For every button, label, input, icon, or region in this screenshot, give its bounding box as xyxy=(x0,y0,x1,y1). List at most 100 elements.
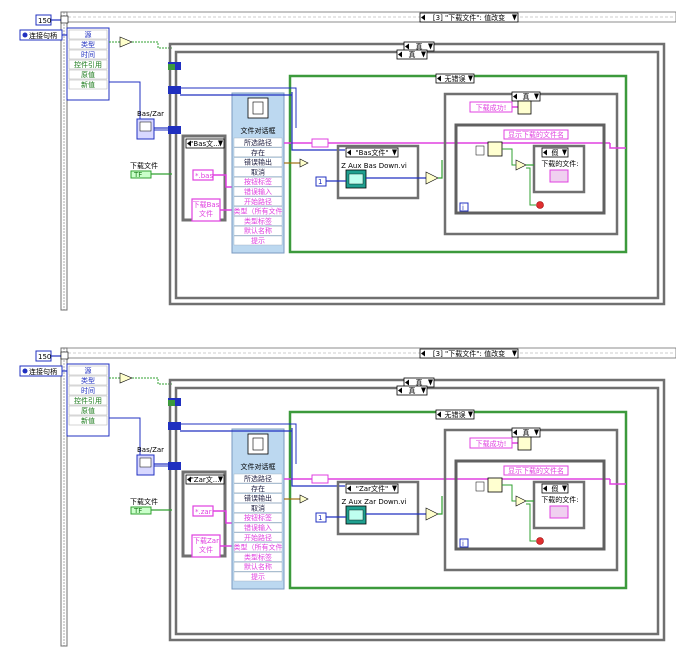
loop-index-terminal xyxy=(459,202,469,212)
decrement-arrow-icon[interactable] xyxy=(347,149,351,156)
conn-handle-label: 连接句柄 xyxy=(29,31,57,40)
file-dialog-terminal[interactable] xyxy=(233,137,283,148)
decrement-arrow-icon[interactable] xyxy=(405,43,409,50)
decrement-arrow-icon[interactable] xyxy=(513,93,517,100)
dropdown-arrow-icon[interactable] xyxy=(562,485,567,492)
stop-terminal-icon[interactable] xyxy=(536,537,544,545)
message-dialog-icon[interactable] xyxy=(517,436,532,451)
no-error-selector-box[interactable] xyxy=(435,73,475,84)
dropdown-arrow-icon[interactable] xyxy=(392,149,397,156)
file-dialog-terminal[interactable] xyxy=(233,186,283,197)
case-selector-true-2-box[interactable] xyxy=(396,49,428,60)
file-dialog-terminal[interactable] xyxy=(233,196,283,207)
decrement-arrow-icon[interactable] xyxy=(187,140,191,147)
message-dialog-icon[interactable] xyxy=(517,100,532,115)
left-tunnel xyxy=(174,86,181,94)
file-dialog-terminal[interactable] xyxy=(233,493,283,503)
file-dialog-terminal-label: 默认名称 xyxy=(244,226,272,235)
event-data-item xyxy=(68,385,108,396)
file-dialog-terminal[interactable] xyxy=(233,147,283,158)
decrement-arrow-icon[interactable] xyxy=(437,75,441,82)
success-value: 下载成功! xyxy=(476,439,507,448)
download-ctrl-value: TF xyxy=(133,171,142,179)
file-dialog-terminal[interactable] xyxy=(233,571,283,582)
decrement-arrow-icon[interactable] xyxy=(543,149,547,156)
file-dialog-terminal[interactable] xyxy=(233,225,283,236)
dropdown-arrow-icon[interactable] xyxy=(392,485,397,492)
subvi-case-selector-label: "Bas文件" xyxy=(355,148,388,157)
file-dialog-terminal[interactable] xyxy=(233,157,283,167)
file-dialog-terminal[interactable] xyxy=(233,522,283,533)
dropdown-arrow-icon[interactable] xyxy=(421,51,426,58)
file-dialog-terminal[interactable] xyxy=(233,512,283,523)
subvi-case-selector-box[interactable] xyxy=(345,483,399,494)
download-ctrl-label: 下载文件 xyxy=(130,497,158,506)
inner-right-selector-box[interactable] xyxy=(541,483,569,494)
subvi-label: Z Aux Zar Down.vi xyxy=(342,498,407,506)
decrement-arrow-icon[interactable] xyxy=(513,429,517,436)
loop-tunnel xyxy=(475,481,485,492)
timeout-value: 150 xyxy=(38,17,51,25)
file-dialog-terminal[interactable] xyxy=(233,167,283,177)
event-data-item xyxy=(68,69,108,80)
stop-terminal-icon[interactable] xyxy=(536,201,544,209)
inner-right-selector-box[interactable] xyxy=(541,147,569,158)
subvi-case-selector-box[interactable] xyxy=(345,147,399,158)
decrement-arrow-icon[interactable] xyxy=(398,387,402,394)
downloaded-label: 下载的文件: xyxy=(541,495,578,504)
dropdown-arrow-icon[interactable] xyxy=(218,140,223,147)
decrement-arrow-icon[interactable] xyxy=(421,350,425,357)
dropdown-arrow-icon[interactable] xyxy=(468,75,473,82)
case-selector-true-2-box[interactable] xyxy=(396,385,428,396)
file-dialog-terminal[interactable] xyxy=(233,473,283,484)
right-case-selector-label: 真 xyxy=(523,428,530,437)
dropdown-arrow-icon[interactable] xyxy=(468,411,473,418)
dropdown-arrow-icon[interactable] xyxy=(421,387,426,394)
conn-handle-label: 连接句柄 xyxy=(29,367,57,376)
download-ctrl-value: TF xyxy=(133,507,142,515)
dropdown-arrow-icon[interactable] xyxy=(428,379,433,386)
two-button-dialog-icon[interactable] xyxy=(487,141,503,157)
dropdown-arrow-icon[interactable] xyxy=(428,43,433,50)
decrement-arrow-icon[interactable] xyxy=(398,51,402,58)
decrement-arrow-icon[interactable] xyxy=(187,476,191,483)
file-dialog-terminal[interactable] xyxy=(233,503,283,513)
dropdown-arrow-icon[interactable] xyxy=(534,429,539,436)
file-dialog-terminal[interactable] xyxy=(233,561,283,572)
file-dialog-terminal[interactable] xyxy=(233,552,283,562)
file-dialog-terminal[interactable] xyxy=(233,532,283,543)
file-dialog-terminal[interactable] xyxy=(233,542,283,552)
file-dialog-terminal[interactable] xyxy=(233,206,283,216)
path-constant xyxy=(311,474,329,484)
decrement-arrow-icon[interactable] xyxy=(421,14,425,21)
event-data-item-label: 源 xyxy=(85,366,92,375)
stop-wire xyxy=(526,167,536,206)
file-dialog-terminal[interactable] xyxy=(233,483,283,494)
two-button-dialog-icon[interactable] xyxy=(487,477,503,493)
dropdown-arrow-icon[interactable] xyxy=(512,14,517,21)
show-name-label: 显示下载的文件名 xyxy=(508,130,564,139)
decrement-arrow-icon[interactable] xyxy=(347,485,351,492)
decrement-arrow-icon[interactable] xyxy=(437,411,441,418)
event-case-selector-box[interactable] xyxy=(419,12,519,23)
event-data-item-label: 原值 xyxy=(81,70,95,79)
event-data-item-label: 新值 xyxy=(81,416,95,425)
event-case-selector-box[interactable] xyxy=(419,348,519,359)
file-dialog-terminal[interactable] xyxy=(233,235,283,246)
file-dialog-terminal-label: 取消 xyxy=(251,167,265,176)
event-data-item xyxy=(68,415,108,426)
decrement-arrow-icon[interactable] xyxy=(543,485,547,492)
file-dialog-terminal[interactable] xyxy=(233,176,283,187)
file-dialog-terminal[interactable] xyxy=(233,216,283,226)
dropdown-arrow-icon[interactable] xyxy=(562,149,567,156)
inner-case-selector-box[interactable] xyxy=(185,474,225,485)
decrement-arrow-icon[interactable] xyxy=(405,379,409,386)
event-data-item-label: 新值 xyxy=(81,80,95,89)
bool-tunnel xyxy=(168,64,175,70)
bool-ctrl-label: Bas/Zar xyxy=(137,446,164,454)
inner-case-selector-box[interactable] xyxy=(185,138,225,149)
dropdown-arrow-icon[interactable] xyxy=(534,93,539,100)
dropdown-arrow-icon[interactable] xyxy=(218,476,223,483)
no-error-selector-box[interactable] xyxy=(435,409,475,420)
dropdown-arrow-icon[interactable] xyxy=(512,350,517,357)
